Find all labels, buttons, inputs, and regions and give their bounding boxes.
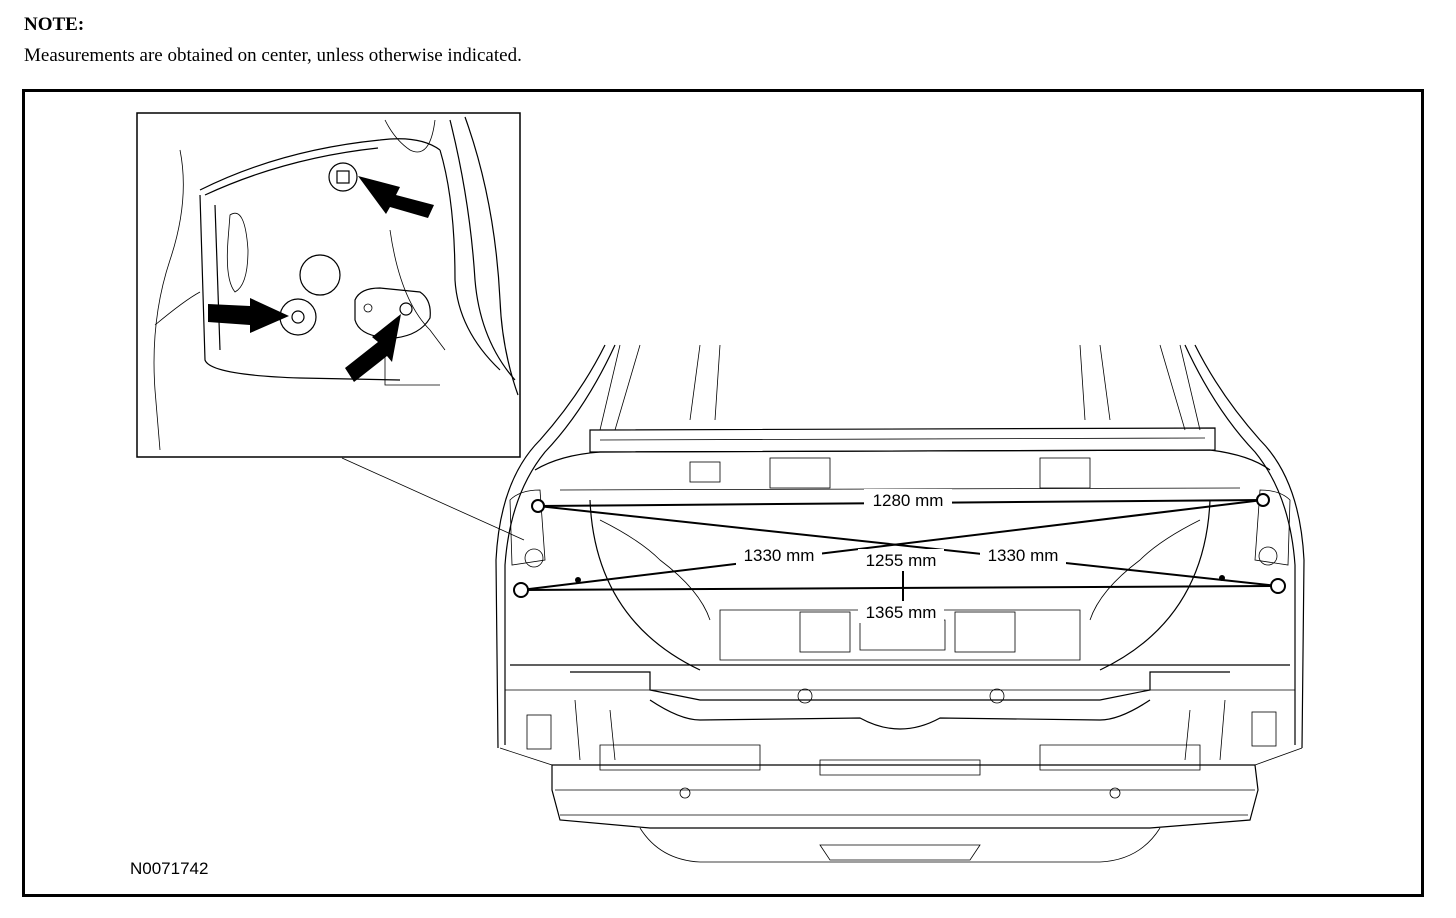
diagonal-left-line bbox=[537, 505, 1279, 587]
pointer-arrow-icon bbox=[358, 176, 434, 218]
measurement-lines bbox=[513, 493, 1286, 610]
detail-inset bbox=[136, 112, 521, 458]
pointer-arrow-icon bbox=[208, 298, 289, 333]
upper-width-label: 1280 mm bbox=[873, 491, 944, 510]
note-text: Measurements are obtained on center, unl… bbox=[24, 45, 522, 66]
leader-line bbox=[341, 457, 525, 541]
figure-id: N0071742 bbox=[130, 859, 208, 878]
measurement-point bbox=[1219, 575, 1225, 581]
measurement-point bbox=[1270, 578, 1286, 594]
detail-inset-icon bbox=[153, 116, 519, 451]
pointer-arrow-icon bbox=[345, 314, 401, 382]
lower-width-label: 1365 mm bbox=[866, 603, 937, 622]
measurement-point bbox=[1256, 493, 1270, 507]
measurement-point bbox=[575, 577, 581, 583]
vertical-label: 1255 mm bbox=[866, 551, 937, 570]
diagonal-right-line bbox=[520, 499, 1264, 591]
diagonal-right-label: 1330 mm bbox=[988, 546, 1059, 565]
measurement-point bbox=[513, 582, 529, 598]
measurement-point bbox=[531, 499, 545, 513]
note-heading: NOTE: bbox=[24, 14, 85, 35]
lower-width-line bbox=[520, 585, 1279, 591]
rear-body-structure-icon bbox=[495, 344, 1305, 863]
diagonal-left-label: 1330 mm bbox=[744, 546, 815, 565]
